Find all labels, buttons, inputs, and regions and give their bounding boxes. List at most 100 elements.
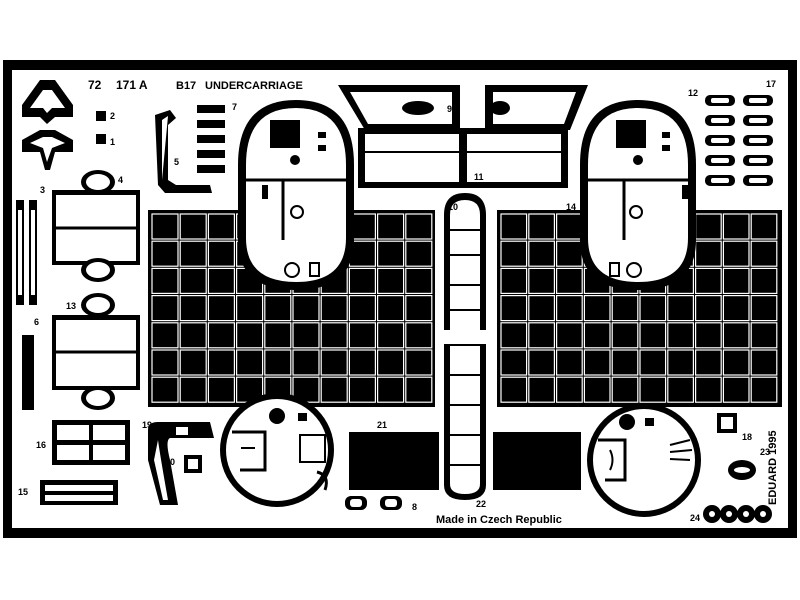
clip-slot: [711, 178, 729, 183]
grid-cell: [292, 349, 320, 376]
grid-cell: [292, 322, 320, 349]
grid-cell: [348, 322, 376, 349]
grid-cell: [348, 349, 376, 376]
part-15-plate: [40, 480, 118, 505]
grid-cell: [500, 322, 528, 349]
part-number-21: 21: [377, 420, 387, 430]
part-number-6: 6: [34, 317, 39, 327]
grid-cell: [528, 349, 555, 376]
grid-cell: [722, 376, 750, 403]
grid-cell: [207, 267, 235, 294]
clip-slot: [711, 138, 729, 143]
grid-cell: [264, 322, 292, 349]
grid-cell: [500, 240, 528, 267]
grid-cell: [667, 376, 694, 403]
grid-cell: [179, 240, 207, 267]
part-12-17-clips: [705, 95, 773, 186]
grid-cell: [405, 376, 433, 403]
grid-cell: [667, 322, 694, 349]
grid-cell: [750, 240, 778, 267]
grid-cell: [151, 267, 179, 294]
grid-cell: [179, 295, 207, 322]
grid-cell: [236, 349, 264, 376]
grid-cell: [500, 295, 528, 322]
grid-cell: [348, 267, 376, 294]
grid-cell: [555, 295, 583, 322]
grid-cell: [750, 376, 778, 403]
part-number-5: 5: [174, 157, 179, 167]
grid-cell: [583, 349, 611, 376]
part-number-20: 20: [165, 457, 175, 467]
part-number-1: 1: [110, 137, 115, 147]
part-number-8: 8: [412, 502, 417, 512]
grid-cell: [722, 240, 750, 267]
grid-cell: [583, 322, 611, 349]
part-18-square: [717, 413, 737, 433]
grid-cell: [236, 322, 264, 349]
part-5-strips: [155, 105, 225, 193]
grid-cell: [722, 213, 750, 240]
grid-cell: [500, 267, 528, 294]
grid-cell: [292, 295, 320, 322]
grid-cell: [405, 267, 433, 294]
grid-cell: [377, 213, 405, 240]
part-20-round-left: [220, 393, 334, 507]
grid-cell: [377, 376, 405, 403]
part-21-plate: [349, 432, 439, 490]
part-9-bay-doors: [338, 85, 588, 188]
grid-cell: [528, 213, 555, 240]
grid-cell: [500, 349, 528, 376]
grid-cell: [639, 376, 667, 403]
part-number-12: 12: [688, 88, 698, 98]
grid-cell: [405, 322, 433, 349]
part-number-23: 23: [760, 447, 770, 457]
grid-cell: [722, 349, 750, 376]
part-1-2-crosses: [22, 80, 106, 170]
grid-cell: [264, 349, 292, 376]
grid-cell: [694, 295, 722, 322]
part-4-plate: [52, 170, 140, 282]
grid-cell: [750, 322, 778, 349]
fret-code: 72: [88, 78, 102, 92]
part-8-small: [345, 496, 402, 510]
grid-cell: [611, 376, 639, 403]
grid-cell: [320, 376, 348, 403]
grid-cell: [151, 376, 179, 403]
part-number-18: 18: [742, 432, 752, 442]
grid-cell: [320, 322, 348, 349]
grid-cell: [500, 376, 528, 403]
part-24-wheels: [703, 460, 772, 523]
grid-cell: [583, 376, 611, 403]
part-14-dome-right: [580, 100, 696, 290]
origin-text: Made in Czech Republic: [436, 514, 562, 526]
grid-cell: [151, 213, 179, 240]
grid-cell: [694, 376, 722, 403]
grid-cell: [207, 322, 235, 349]
clip-slot: [749, 118, 767, 123]
grid-cell: [722, 295, 750, 322]
part-number-19: 19: [142, 420, 152, 430]
grid-cell: [528, 295, 555, 322]
right-grid-panel: [497, 210, 782, 407]
grid-cell: [639, 322, 667, 349]
grid-cell: [405, 240, 433, 267]
grid-cell: [694, 240, 722, 267]
grid-cell: [348, 376, 376, 403]
grid-cell: [667, 295, 694, 322]
part-13-plate: [52, 293, 140, 410]
grid-cell: [750, 349, 778, 376]
grid-cell: [555, 349, 583, 376]
ladder-gap: [444, 330, 486, 344]
grid-cell: [639, 295, 667, 322]
grid-cell: [694, 349, 722, 376]
grid-cell: [377, 240, 405, 267]
grid-cell: [611, 322, 639, 349]
grid-cell: [377, 349, 405, 376]
part-number-24: 24: [690, 513, 700, 523]
clip-slot: [711, 98, 729, 103]
grid-cell: [528, 240, 555, 267]
grid-cell: [264, 295, 292, 322]
part-number-10: 10: [448, 202, 458, 212]
